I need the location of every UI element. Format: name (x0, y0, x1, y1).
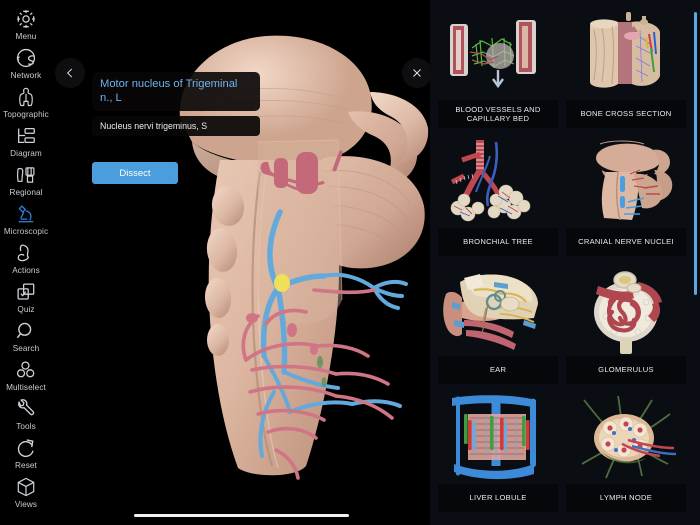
model-card-label: LYMPH NODE (566, 484, 686, 512)
sidebar-item-label: Topographic (3, 110, 49, 119)
muscle-icon (14, 242, 38, 264)
sidebar-item-network[interactable]: Network (0, 47, 52, 86)
lymph-node-thumbnail (566, 392, 686, 484)
sidebar-item-label: Regional (9, 188, 43, 197)
sidebar-item-label: Quiz (17, 305, 35, 314)
cube-icon (14, 476, 38, 498)
sidebar-item-views[interactable]: Views (0, 476, 52, 515)
liver-lobule-thumbnail (438, 392, 558, 484)
close-icon (413, 69, 421, 77)
sidebar-item-label: Views (14, 500, 38, 509)
model-card-glomerulus[interactable]: GLOMERULUS (566, 264, 686, 384)
model-card-liver-lobule[interactable]: LIVER LOBULE (438, 392, 558, 512)
sidebar-item-actions[interactable]: Actions (0, 242, 52, 281)
model-card-label: LIVER LOBULE (438, 484, 558, 512)
bone-cross-section-thumbnail (566, 8, 686, 100)
bronchial-tree-thumbnail (438, 136, 558, 228)
close-button[interactable] (402, 58, 430, 88)
glomerulus-thumbnail (566, 264, 686, 356)
microscope-icon (14, 203, 38, 225)
sidebar-item-label: Multiselect (6, 383, 46, 392)
model-card-label: BRONCHIAL TREE (438, 228, 558, 256)
sidebar-item-menu[interactable]: Menu (0, 8, 52, 47)
search-icon (14, 320, 38, 342)
model-card-blood-vessels-capillary-bed[interactable]: BLOOD VESSELS AND CAPILLARY BED (438, 8, 558, 128)
model-card-label: BLOOD VESSELS AND CAPILLARY BED (438, 100, 558, 128)
diagram-icon (14, 125, 38, 147)
sidebar-item-regional[interactable]: Regional (0, 164, 52, 203)
gear-icon (14, 8, 38, 30)
back-button[interactable] (55, 58, 85, 88)
sidebar-item-topographic[interactable]: Topographic (0, 86, 52, 125)
microscopic-models-panel: BLOOD VESSELS AND CAPILLARY BED BONE CROS… (430, 0, 700, 525)
selection-primary-label: Motor nucleus of Trigeminal n., L (92, 72, 260, 111)
sidebar-item-diagram[interactable]: Diagram (0, 125, 52, 164)
sidebar-item-label: Reset (15, 461, 37, 470)
sidebar-item-label: Search (12, 344, 40, 353)
model-card-cranial-nerve-nuclei[interactable]: CRANIAL NERVE NUCLEI (566, 136, 686, 256)
reset-icon (14, 437, 38, 459)
ear-thumbnail (438, 264, 558, 356)
sidebar-item-multiselect[interactable]: Multiselect (0, 359, 52, 398)
regional-icon (14, 164, 38, 186)
sidebar-item-quiz[interactable]: Quiz (0, 281, 52, 320)
network-icon (14, 47, 38, 69)
chevron-left-icon (67, 68, 73, 78)
model-card-label: GLOMERULUS (566, 356, 686, 384)
sidebar-item-label: Microscopic (3, 227, 49, 236)
sidebar-item-label: Network (10, 71, 42, 80)
model-card-label: BONE CROSS SECTION (566, 100, 686, 128)
selection-label-group: Motor nucleus of Trigeminal n., L Nucleu… (92, 72, 260, 136)
circles-icon (14, 359, 38, 381)
sidebar-item-search[interactable]: Search (0, 320, 52, 359)
sidebar-item-microscopic[interactable]: Microscopic (0, 203, 52, 242)
sidebar-item-label: Menu (15, 32, 37, 41)
home-indicator (134, 514, 349, 517)
model-viewport[interactable]: Motor nucleus of Trigeminal n., L Nucleu… (52, 0, 430, 525)
sidebar-item-label: Diagram (10, 149, 42, 158)
model-card-label: CRANIAL NERVE NUCLEI (566, 228, 686, 256)
sidebar-item-label: Tools (16, 422, 36, 431)
model-card-lymph-node[interactable]: LYMPH NODE (566, 392, 686, 512)
sidebar-item-tools[interactable]: Tools (0, 398, 52, 437)
model-card-bone-cross-section[interactable]: BONE CROSS SECTION (566, 8, 686, 128)
wrench-icon (14, 398, 38, 420)
cranial-nerve-nuclei-thumbnail (566, 136, 686, 228)
model-card-ear[interactable]: EAR (438, 264, 558, 384)
dissect-button[interactable]: Dissect (92, 162, 178, 184)
panel-scrollbar[interactable] (694, 12, 697, 295)
sidebar-item-reset[interactable]: Reset (0, 437, 52, 476)
body-icon (14, 86, 38, 108)
checkbox-icon (14, 281, 38, 303)
model-card-label: EAR (438, 356, 558, 384)
selection-secondary-label: Nucleus nervi trigeminus, S (92, 116, 260, 136)
model-card-grid: BLOOD VESSELS AND CAPILLARY BED BONE CROS… (438, 8, 692, 512)
blood-vessels-capillary-bed-thumbnail (438, 8, 558, 100)
model-card-bronchial-tree[interactable]: BRONCHIAL TREE (438, 136, 558, 256)
sidebar-item-label: Actions (12, 266, 40, 275)
